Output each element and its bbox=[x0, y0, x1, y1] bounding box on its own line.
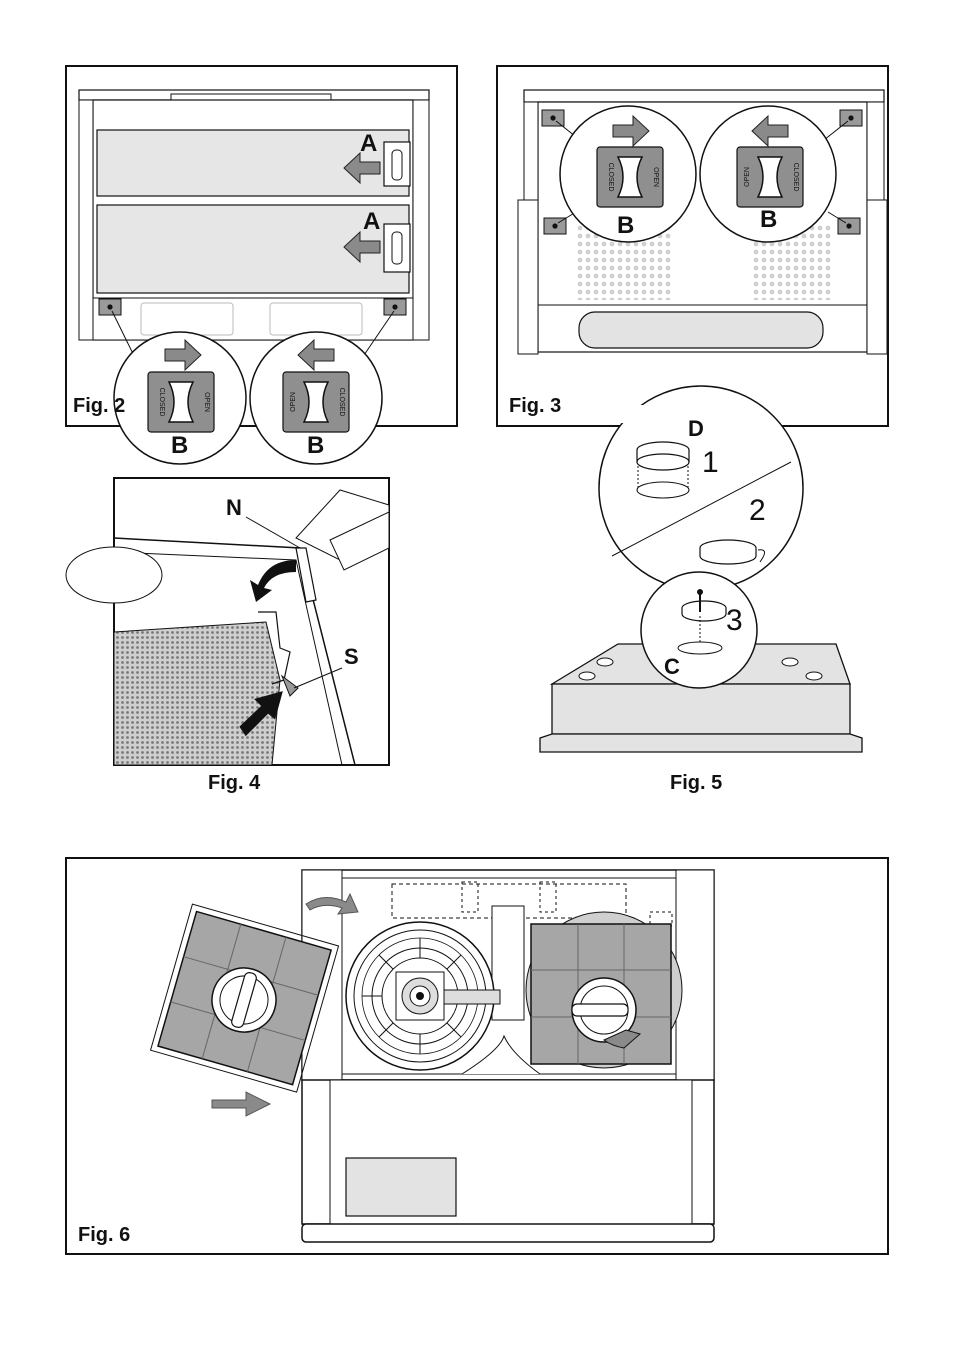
fig3-label-b-right: B bbox=[760, 206, 777, 233]
fig5-step-3: 3 bbox=[726, 604, 743, 637]
fig2-label-b-right: B bbox=[307, 432, 324, 459]
push-arrow-icon bbox=[239, 691, 283, 737]
open-text: OPEN bbox=[203, 392, 210, 412]
figure-2: A A CLOSED OPEN B OPEN CLOSED B Fig. 2 bbox=[65, 65, 458, 465]
flange-icon bbox=[636, 453, 690, 471]
closed-text: CLOSED bbox=[338, 388, 345, 417]
fig6-light-panel bbox=[345, 1157, 457, 1217]
fig4-grease-filter-mesh bbox=[113, 621, 281, 766]
fig2-label-a-bottom: A bbox=[363, 208, 380, 235]
fig5-callout-small bbox=[640, 571, 758, 689]
closed-text: CLOSED bbox=[792, 163, 799, 192]
figure-3: CLOSED OPEN B OPEN CLOSED B Fig. 3 bbox=[496, 65, 889, 427]
fig3-label-b-left: B bbox=[617, 212, 634, 239]
fig2-caption: Fig. 2 bbox=[73, 395, 125, 417]
fig3-light-panel bbox=[578, 311, 824, 349]
closed-text: CLOSED bbox=[607, 163, 614, 192]
open-text: OPEN bbox=[290, 392, 297, 412]
fig5-caption: Fig. 5 bbox=[670, 772, 722, 794]
fig5-step-1: 1 bbox=[702, 446, 719, 479]
open-text: OPEN bbox=[744, 167, 751, 187]
fig5-step-2: 2 bbox=[749, 494, 766, 527]
fig4-caption: Fig. 4 bbox=[208, 772, 261, 794]
figure-4: N S Fig. 4 bbox=[65, 477, 390, 794]
fig2-label-b-left: B bbox=[171, 432, 188, 459]
fig3-caption: Fig. 3 bbox=[509, 395, 561, 417]
open-text: OPEN bbox=[652, 167, 659, 187]
fig5-label-c: C bbox=[664, 654, 680, 679]
curved-arrow-icon bbox=[603, 1029, 642, 1049]
screw-icon bbox=[839, 109, 863, 127]
screw-icon bbox=[98, 298, 122, 316]
closed-text: CLOSED bbox=[158, 388, 165, 417]
figure-6: Fig. 6 bbox=[65, 857, 889, 1255]
fig6-carbon-filter-loose bbox=[149, 903, 340, 1093]
fig2-label-a-top: A bbox=[360, 130, 377, 157]
fig4-label-n: N bbox=[226, 495, 242, 520]
push-arrow-icon bbox=[211, 1091, 272, 1117]
figure-5: D 1 2 3 C Fig. 5 bbox=[539, 385, 863, 794]
fig5-hood-body bbox=[551, 683, 851, 735]
fig4-label-s: S bbox=[344, 644, 359, 669]
curved-arrow-icon bbox=[305, 892, 359, 915]
curved-arrow-icon bbox=[250, 560, 296, 602]
screw-icon bbox=[541, 109, 565, 127]
fig5-label-d: D bbox=[688, 416, 704, 441]
fig6-caption: Fig. 6 bbox=[78, 1224, 130, 1246]
screw-icon bbox=[383, 298, 407, 316]
